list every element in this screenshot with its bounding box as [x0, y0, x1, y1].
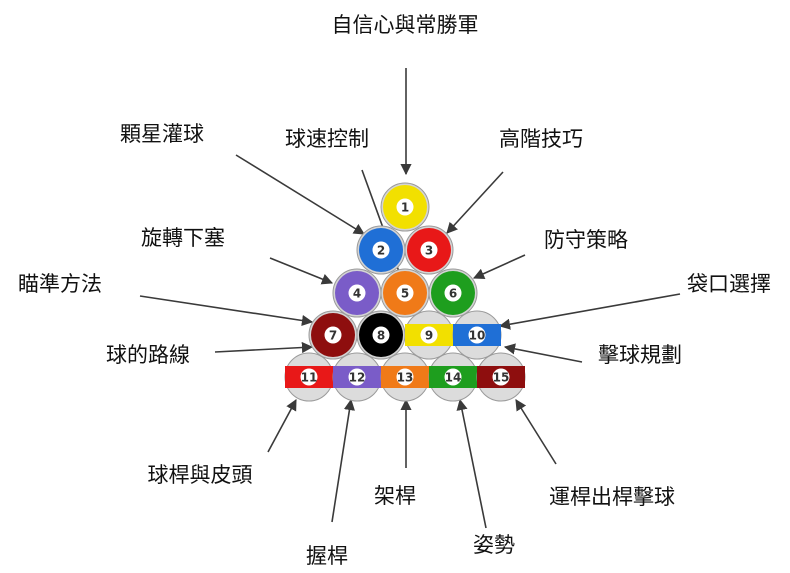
ball-14-number: 14 — [445, 371, 462, 385]
label-advanced: 高階技巧 — [499, 127, 583, 151]
label-path: 球的路線 — [106, 343, 190, 367]
ball-11: 11 — [284, 352, 334, 402]
label-planning: 擊球規劃 — [598, 343, 682, 367]
ball-7-number: 7 — [329, 329, 337, 343]
ball-3-number: 3 — [425, 244, 433, 258]
ball-7: 7 — [308, 310, 358, 360]
arrow-planning — [503, 343, 583, 363]
label-bridge: 架桿 — [374, 484, 416, 508]
ball-9: 9 — [404, 310, 454, 360]
ball-13-number: 13 — [397, 371, 414, 385]
arrow-aiming — [139, 295, 314, 327]
arrow-grip — [331, 398, 355, 523]
arrow-advanced — [446, 171, 504, 234]
ball-12-number: 12 — [349, 371, 366, 385]
ball-14: 14 — [428, 352, 478, 402]
arrows — [139, 68, 681, 529]
ball-6: 6 — [428, 268, 478, 318]
ball-3: 3 — [404, 225, 454, 275]
ball-15-number: 15 — [493, 371, 510, 385]
label-grip: 握桿 — [306, 544, 348, 568]
ball-5: 5 — [380, 268, 430, 318]
ball-11-number: 11 — [301, 371, 318, 385]
ball-5-number: 5 — [401, 287, 409, 301]
label-star-shot: 顆星灌球 — [120, 122, 204, 146]
ball-4-number: 4 — [353, 287, 361, 301]
label-cue-tip: 球桿與皮頭 — [148, 463, 253, 487]
ball-rack: 1 2 3 4 5 — [284, 182, 526, 402]
labels: 自信心與常勝軍 顆星灌球 球速控制 高階技巧 旋轉下塞 防守策略 瞄準方法 袋口… — [18, 13, 771, 568]
label-stance: 姿勢 — [473, 533, 515, 557]
ball-4: 4 — [332, 268, 382, 318]
ball-2: 2 — [356, 225, 406, 275]
label-stroke: 運桿出桿擊球 — [549, 485, 675, 509]
arrow-defense — [472, 254, 526, 279]
ball-2-number: 2 — [377, 244, 385, 258]
label-spin: 旋轉下塞 — [141, 226, 225, 250]
ball-8-number: 8 — [377, 329, 385, 343]
label-defense: 防守策略 — [544, 228, 628, 252]
ball-13: 13 — [380, 352, 430, 402]
label-aiming: 瞄準方法 — [18, 272, 102, 296]
ball-1: 1 — [380, 182, 430, 232]
label-title: 自信心與常勝軍 — [332, 13, 479, 37]
arrow-star-shot — [235, 154, 365, 235]
arrow-stroke — [515, 399, 557, 465]
arrow-path — [214, 341, 314, 354]
ball-15: 15 — [476, 352, 526, 402]
ball-1-number: 1 — [401, 201, 409, 215]
label-pocket: 袋口選擇 — [687, 272, 771, 296]
ball-10-number: 10 — [469, 329, 486, 343]
arrow-cue-tip — [267, 399, 297, 453]
ball-10: 10 — [452, 310, 502, 360]
ball-9-number: 9 — [425, 329, 433, 343]
label-speed: 球速控制 — [285, 127, 369, 151]
ball-8: 8 — [356, 310, 406, 360]
arrow-pocket — [498, 293, 681, 330]
arrow-spin — [269, 257, 334, 285]
arrow-stance — [456, 398, 487, 529]
ball-6-number: 6 — [449, 287, 457, 301]
ball-12: 12 — [332, 352, 382, 402]
